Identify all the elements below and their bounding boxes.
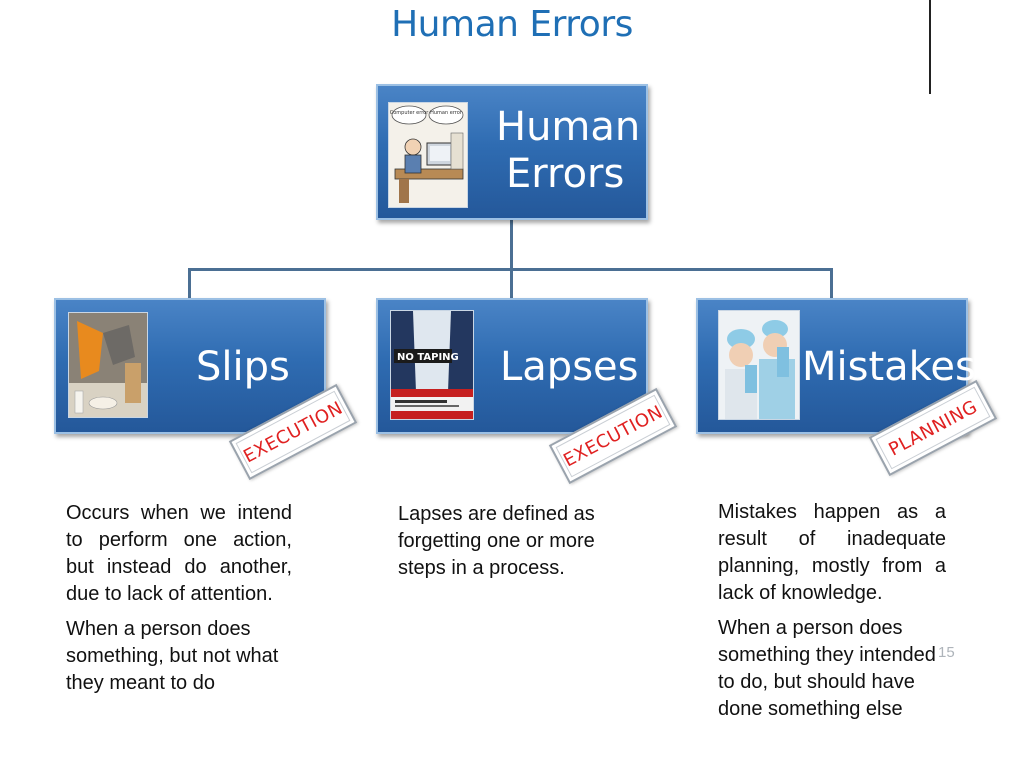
slide-title: Human Errors — [391, 4, 633, 45]
root-label-line2: Errors — [506, 151, 625, 198]
mistakes-label: Mistakes — [802, 344, 976, 390]
root-label: Human Errors — [496, 104, 640, 198]
page-number: 15 — [938, 644, 955, 661]
root-node: Computer error Human error Human Errors — [376, 84, 648, 220]
connector-mistakes — [830, 268, 833, 300]
mistakes-description: Mistakes happen as a result of inadequat… — [718, 499, 946, 731]
connector-lapses — [510, 268, 513, 300]
slips-node: Slips — [54, 298, 326, 434]
mistakes-description-p2: When a person does something they intend… — [718, 617, 936, 720]
spilled-juice-image — [68, 312, 148, 418]
cartoon-bubble-left: Computer error — [390, 110, 429, 116]
mistakes-description-p1: Mistakes happen as a result of inadequat… — [718, 501, 946, 604]
lapses-description-p1: Lapses are defined as forgetting one or … — [398, 503, 595, 579]
lapses-node: NO TAPING Lapses — [376, 298, 648, 434]
connector-root-down — [510, 218, 513, 270]
slips-label: Slips — [196, 344, 290, 390]
slips-description-p1: Occurs when we intend to perform one act… — [66, 502, 292, 605]
computer-error-cartoon-image: Computer error Human error — [388, 102, 468, 208]
root-label-line1: Human — [496, 104, 641, 150]
connector-slips — [188, 268, 191, 300]
lapses-label: Lapses — [500, 344, 639, 390]
surgeons-image — [718, 310, 800, 420]
news-image-caption: NO TAPING — [397, 352, 459, 363]
mistakes-node: Mistakes — [696, 298, 976, 434]
news-screen-image: NO TAPING — [390, 310, 474, 420]
slips-description-p2: When a person does something, but not wh… — [66, 618, 279, 694]
slips-description: Occurs when we intend to perform one act… — [66, 500, 292, 705]
lapses-description: Lapses are defined as forgetting one or … — [398, 501, 630, 590]
cartoon-bubble-right: Human error — [430, 110, 463, 116]
divider-line — [929, 0, 931, 94]
